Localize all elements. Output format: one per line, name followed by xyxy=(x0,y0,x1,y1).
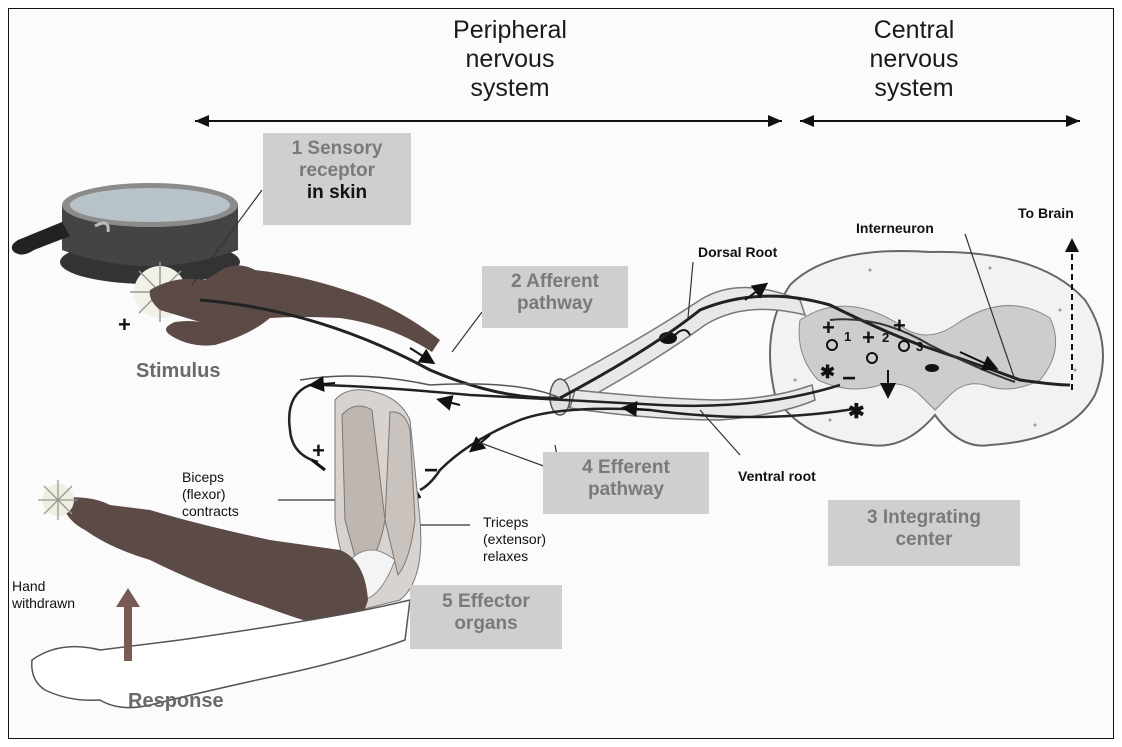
hand-withdrawn-line1: Hand xyxy=(12,578,75,595)
synapse-3-label: 3 xyxy=(916,339,923,354)
step3-label: 3 Integrating center xyxy=(828,507,1020,551)
step1-line2: receptor xyxy=(263,160,411,182)
biceps-line3: contracts xyxy=(182,503,239,520)
cns-header-line3: system xyxy=(814,74,1014,103)
response-label: Response xyxy=(128,690,224,713)
svg-text:✱: ✱ xyxy=(820,362,835,382)
hand-withdrawn-line2: withdrawn xyxy=(12,595,75,612)
step1-line1: 1 Sensory xyxy=(263,138,411,160)
hot-pot-icon xyxy=(12,183,240,284)
pns-header-line1: Peripheral xyxy=(410,16,610,45)
ventral-root-label: Ventral root xyxy=(738,468,816,484)
svg-text:+: + xyxy=(118,312,131,337)
pns-header-line2: nervous xyxy=(410,45,610,74)
svg-text:✱: ✱ xyxy=(848,401,865,423)
svg-text:+: + xyxy=(312,438,325,463)
step5-line1: 5 Effector xyxy=(410,591,562,613)
step5-label: 5 Effector organs xyxy=(410,591,562,635)
triceps-label: Triceps (extensor) relaxes xyxy=(483,514,546,565)
step4-line2: pathway xyxy=(543,479,709,501)
step1-line3: in skin xyxy=(263,182,411,204)
triceps-line3: relaxes xyxy=(483,548,546,565)
cns-header: Central nervous system xyxy=(814,16,1014,103)
step5-line2: organs xyxy=(410,613,562,635)
pns-header: Peripheral nervous system xyxy=(410,16,610,103)
pns-header-line3: system xyxy=(410,74,610,103)
synapse-2-label: 2 xyxy=(882,330,889,345)
cns-header-line2: nervous xyxy=(814,45,1014,74)
biceps-line1: Biceps xyxy=(182,469,239,486)
svg-text:−: − xyxy=(424,457,438,484)
step3-line1: 3 Integrating xyxy=(828,507,1020,529)
biceps-line2: (flexor) xyxy=(182,486,239,503)
cns-span-arrow xyxy=(800,115,1080,127)
step2-label: 2 Afferent pathway xyxy=(482,271,628,315)
pns-span-arrow xyxy=(195,115,782,127)
step2-line1: 2 Afferent xyxy=(482,271,628,293)
cns-header-line1: Central xyxy=(814,16,1014,45)
step2-line2: pathway xyxy=(482,293,628,315)
response-burst xyxy=(38,480,78,520)
svg-text:+: + xyxy=(893,313,906,338)
svg-text:+: + xyxy=(822,315,835,340)
triceps-line2: (extensor) xyxy=(483,531,546,548)
step4-line1: 4 Efferent xyxy=(543,457,709,479)
synapse-1-label: 1 xyxy=(844,329,851,344)
interneuron-label: Interneuron xyxy=(856,220,934,236)
dorsal-root-label: Dorsal Root xyxy=(698,244,777,260)
svg-text:+: + xyxy=(862,325,875,350)
step3-line2: center xyxy=(828,529,1020,551)
step4-label: 4 Efferent pathway xyxy=(543,457,709,501)
to-brain-label: To Brain xyxy=(1018,205,1074,221)
triceps-line1: Triceps xyxy=(483,514,546,531)
svg-text:−: − xyxy=(842,365,856,392)
hand-withdrawn-label: Hand withdrawn xyxy=(12,578,75,612)
step1-label: 1 Sensory receptor in skin xyxy=(263,138,411,204)
stimulus-label: Stimulus xyxy=(136,360,220,383)
biceps-label: Biceps (flexor) contracts xyxy=(182,469,239,520)
